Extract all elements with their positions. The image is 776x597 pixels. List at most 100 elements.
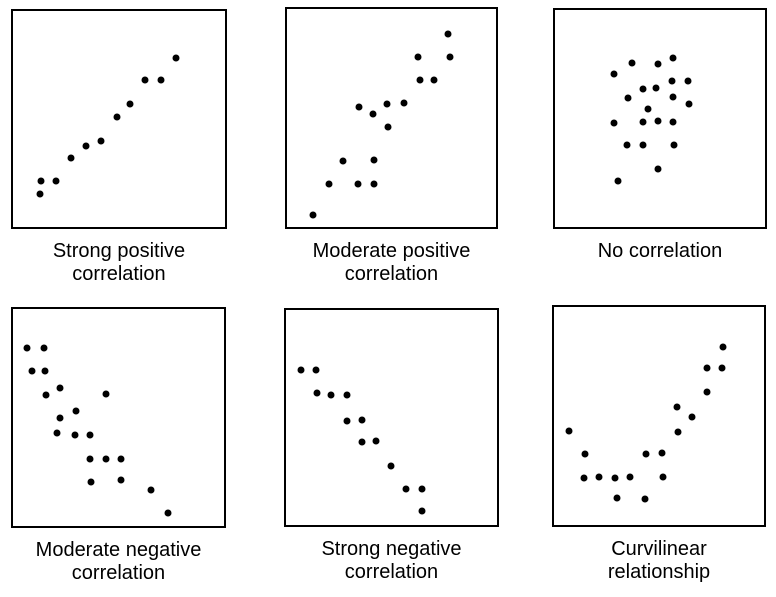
data-point [414,53,422,61]
data-point [172,54,180,62]
data-point [157,76,165,84]
caption-moderate-positive: Moderate positive correlation [285,240,498,286]
data-point [639,85,647,93]
data-point [40,344,48,352]
data-point [42,391,50,399]
data-point [669,118,677,126]
data-point [654,60,662,68]
data-point [669,93,677,101]
data-point [71,431,79,439]
scatter-panel-strong-negative: Strong negative correlation [284,308,499,584]
data-point [56,414,64,422]
data-point [644,105,652,113]
data-point [444,30,452,38]
data-point [688,413,696,421]
caption-strong-positive: Strong positive correlation [11,240,227,286]
data-point [416,76,423,84]
data-point [703,364,711,372]
caption-line: Moderate positive [312,240,471,262]
data-point [354,180,362,188]
data-point [652,84,660,92]
plot-area-moderate-negative [11,307,226,528]
data-point [358,416,366,424]
plot-area-no-correlation [553,8,767,229]
data-point [654,117,662,125]
data-point [97,137,105,145]
data-point [659,473,667,481]
plot-area-moderate-positive [285,7,498,229]
data-point [383,100,391,108]
data-point [703,388,711,396]
scatter-panel-moderate-negative: Moderate negative correlation [11,307,226,585]
scatter-panel-strong-positive: Strong positive correlation [11,9,227,286]
data-point [117,476,125,484]
data-point [639,118,647,126]
data-point [581,450,589,458]
data-point [565,427,573,435]
data-point [613,494,621,502]
data-point [325,180,333,188]
data-point [402,485,410,493]
caption-line: Curvilinear [611,538,707,560]
data-point [126,100,134,108]
data-point [580,474,588,482]
data-point [56,384,64,392]
data-point [36,190,44,198]
caption-line: Strong negative [321,538,462,560]
data-point [614,177,622,185]
data-point [41,367,49,375]
data-point [343,417,351,425]
data-point [384,123,392,131]
data-point [623,141,631,149]
data-point [87,478,95,485]
data-point [343,391,351,399]
caption-line: Strong positive [52,240,186,262]
data-point [141,76,149,84]
data-point [418,485,426,493]
caption-line: Moderate negative [35,539,202,561]
data-point [370,156,378,164]
caption-line: correlation [71,562,166,584]
data-point [430,76,437,84]
data-point [370,180,378,188]
data-point [102,455,110,462]
data-point [372,437,380,445]
data-point [86,431,94,439]
data-point [23,344,31,352]
data-point [719,343,727,351]
data-point [82,142,90,150]
data-point [147,486,155,494]
data-point [113,113,121,121]
data-point [641,495,649,503]
data-point [327,391,335,399]
data-point [358,438,366,446]
data-point [400,99,408,107]
plot-area-curvilinear [552,305,766,527]
caption-curvilinear: Curvilinear relationship [552,538,766,584]
data-point [312,366,320,374]
data-point [610,70,618,78]
caption-line: correlation [344,561,439,583]
data-point [164,509,172,517]
scatter-panel-moderate-positive: Moderate positive correlation [285,7,498,286]
data-point [654,165,662,173]
caption-line: relationship [607,561,711,583]
data-point [369,110,377,118]
data-point [611,474,619,482]
data-point [418,507,426,515]
data-point [684,77,692,85]
data-point [624,94,632,102]
caption-line: correlation [72,263,166,285]
caption-moderate-negative: Moderate negative correlation [11,539,226,585]
plot-area-strong-negative [284,308,499,527]
data-point [658,449,666,457]
scatter-panel-no-correlation: No correlation [553,8,767,263]
data-point [297,366,305,374]
data-point [670,141,678,149]
data-point [67,154,75,162]
data-point [355,103,363,111]
data-point [339,157,347,165]
data-point [72,407,80,415]
data-point [86,455,94,463]
caption-no-correlation: No correlation [553,240,767,263]
